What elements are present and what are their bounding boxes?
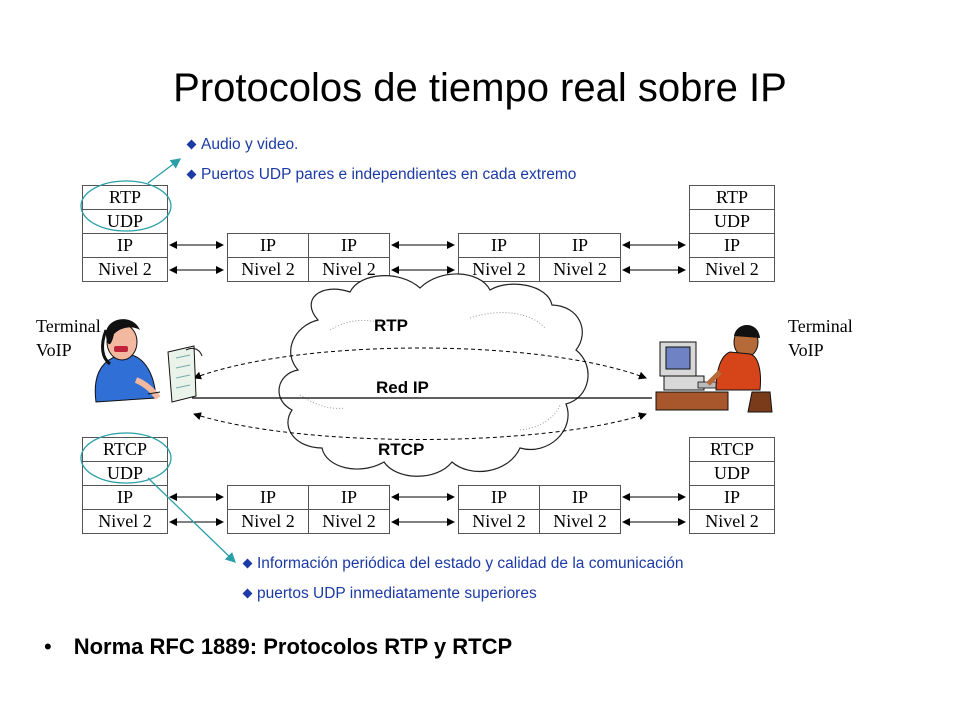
page-title: Protocolos de tiempo real sobre IP	[173, 66, 787, 110]
stack-layer-ip: IP	[690, 486, 774, 510]
terminal-left-line1: Terminal	[36, 316, 101, 336]
stack-layer-rtcp: RTCP	[690, 438, 774, 462]
stack-layer-udp: UDP	[690, 462, 774, 486]
router-ip: IP	[228, 234, 308, 258]
stack-layer-nivel2: Nivel 2	[83, 258, 167, 282]
stack-layer-ip: IP	[690, 234, 774, 258]
router-nivel2: Nivel 2	[228, 510, 308, 534]
terminal-left-label: Terminal VoIP	[36, 314, 101, 362]
stack-layer-udp: UDP	[690, 210, 774, 234]
left-bottom-protocol-stack: RTCP UDP IP Nivel 2	[82, 437, 168, 534]
router-ip: IP	[459, 486, 539, 510]
router-nivel2: Nivel 2	[459, 510, 539, 534]
bottom-link-arrows	[169, 493, 686, 526]
stack-layer-nivel2: Nivel 2	[83, 510, 167, 534]
stack-layer-nivel2: Nivel 2	[690, 258, 774, 282]
right-bottom-protocol-stack: RTCP UDP IP Nivel 2	[689, 437, 775, 534]
stack-layer-rtcp: RTCP	[83, 438, 167, 462]
note-text: puertos UDP inmediatamente superiores	[257, 585, 537, 602]
note-text: Audio y video.	[201, 136, 299, 153]
bottom-callout-line	[147, 477, 236, 563]
terminal-right-line1: Terminal	[788, 316, 853, 336]
router-nivel2: Nivel 2	[309, 510, 389, 534]
bottom-note-ports: puertos UDP inmediatamente superiores	[242, 585, 537, 603]
router-ip: IP	[459, 234, 539, 258]
router-nivel2: Nivel 2	[540, 510, 620, 534]
ip-network-cloud	[278, 273, 589, 477]
footer-text: Norma RFC 1889: Protocolos RTP y RTCP	[73, 634, 513, 659]
terminal-right-line2: VoIP	[788, 340, 824, 360]
top-link-arrows	[169, 241, 686, 274]
stack-layer-udp: UDP	[83, 462, 167, 486]
stack-layer-rtp: RTP	[83, 186, 167, 210]
router-ip: IP	[309, 234, 389, 258]
router-ip: IP	[540, 234, 620, 258]
rtcp-dashed-arrow	[193, 412, 647, 440]
footer-bullet: •	[44, 634, 52, 659]
router-nivel2: Nivel 2	[228, 258, 308, 282]
right-person-computer-icon	[655, 325, 773, 413]
router-ip: IP	[228, 486, 308, 510]
bottom-note-info: Información periódica del estado y calid…	[242, 555, 684, 573]
note-text: Información periódica del estado y calid…	[257, 555, 684, 572]
router-ip: IP	[540, 486, 620, 510]
top-note-udp-ports: Puertos UDP pares e independientes en ca…	[186, 166, 577, 184]
left-person-phone-icon	[94, 319, 161, 403]
cloud-label-red-ip: Red IP	[376, 378, 429, 397]
stack-layer-ip: IP	[83, 486, 167, 510]
terminal-left-line2: VoIP	[36, 340, 72, 360]
left-top-protocol-stack: RTP UDP IP Nivel 2	[82, 185, 168, 282]
rtp-dashed-arrow	[193, 347, 647, 380]
cloud-inner-dots	[299, 312, 561, 431]
cloud-label-rtcp: RTCP	[378, 440, 425, 459]
terminal-right-label: Terminal VoIP	[788, 314, 853, 362]
note-text: Puertos UDP pares e independientes en ca…	[201, 166, 577, 183]
top-note-audio: Audio y video.	[186, 136, 299, 154]
router-nivel2: Nivel 2	[309, 258, 389, 282]
footer-bullet-text: • Norma RFC 1889: Protocolos RTP y RTCP	[44, 634, 512, 660]
stack-layer-rtp: RTP	[690, 186, 774, 210]
router-nivel2: Nivel 2	[540, 258, 620, 282]
cloud-label-rtp: RTP	[374, 316, 408, 335]
router-nivel2: Nivel 2	[459, 258, 539, 282]
left-computer-icon	[167, 345, 203, 403]
rtcp-udp-highlight	[80, 432, 172, 484]
stack-layer-ip: IP	[83, 234, 167, 258]
router-ip: IP	[309, 486, 389, 510]
rtp-udp-highlight	[80, 180, 172, 232]
stack-layer-nivel2: Nivel 2	[690, 510, 774, 534]
right-top-protocol-stack: RTP UDP IP Nivel 2	[689, 185, 775, 282]
stack-layer-udp: UDP	[83, 210, 167, 234]
top-callout-line	[147, 158, 182, 184]
